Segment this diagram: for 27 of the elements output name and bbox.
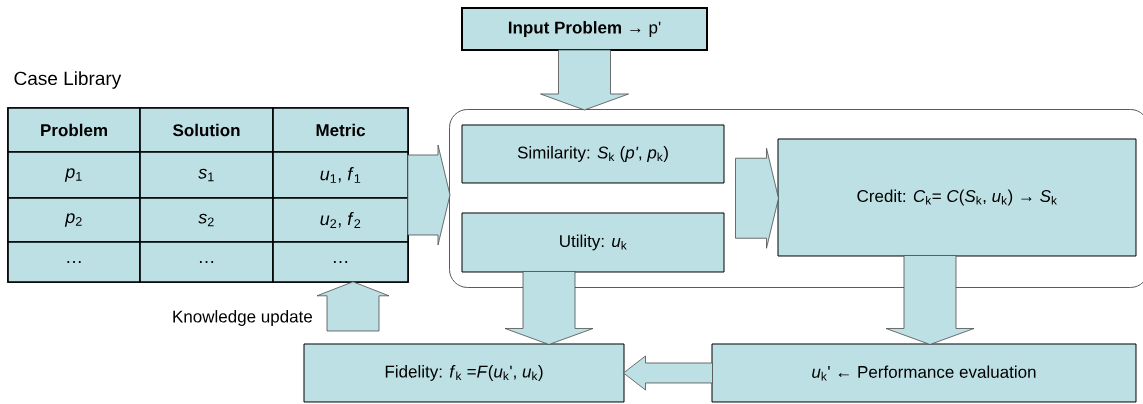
block-arrow [504,271,594,345]
process-box: Utility: u$_{k}$ [461,212,725,273]
table-cell: … [139,241,274,283]
table-heading: Case Library [14,71,122,89]
process-box: Credit: C$_{k}$= C(S$_{k}$, u$_{k}$) → S$_{k}$ [777,138,1137,257]
table-header-cell: Metric [272,107,409,153]
input-box: Input Problem → p' [461,7,708,51]
table-cell: … [272,241,409,283]
group-frame [449,109,1143,288]
process-box: Similarity: S$_{k}$ (p', p$_{k}$) [461,124,725,184]
block-arrow [316,281,390,332]
process-box: u$_{k}$' ← Performance evaluation [711,343,1137,403]
block-arrow [885,255,975,345]
block-arrow [540,49,629,111]
table-cell: u$_{2}$, f$_{2}$ [272,197,409,243]
block-arrow [623,355,713,391]
table-cell: s$_{2}$ [139,197,274,243]
table-cell: p$_{2}$ [7,197,141,243]
table-cell: s$_{1}$ [139,151,274,199]
edge-label: Knowledge update [170,308,315,328]
table-header-cell: Solution [139,107,274,153]
table-header-cell: Problem [7,107,141,153]
process-box: Fidelity: f$_{k}$ =F(u$_{k}$', u$_{k}$) [303,343,625,403]
chevron-arrow [735,147,779,249]
table-cell: p$_{1}$ [7,151,141,199]
table-cell: u$_{1}$, f$_{1}$ [272,151,409,199]
table-cell: … [7,241,141,283]
